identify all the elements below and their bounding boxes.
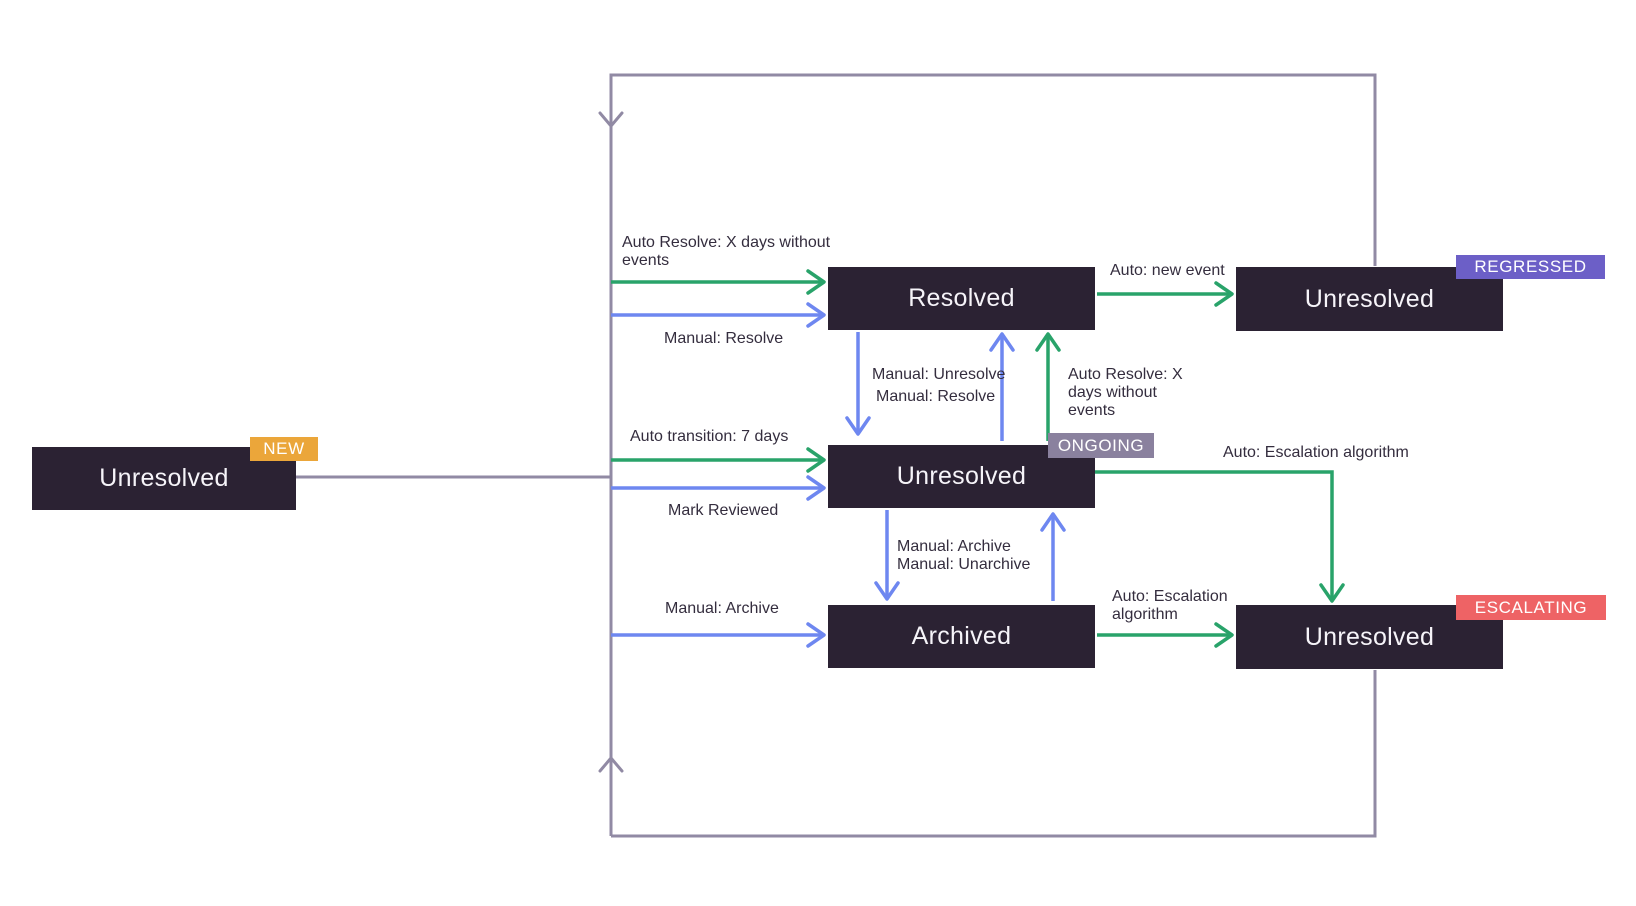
state-archived: Archived <box>828 605 1095 668</box>
loop-line-top-left <box>609 73 1377 836</box>
edge-label-auto-resolve-to-resolved: Auto Resolve: X days without events <box>622 234 831 269</box>
edge-label-auto-escalation-from-archived: Auto: Escalation algorithm <box>1112 588 1228 623</box>
loop-up-arrow-icon <box>598 756 624 773</box>
edge-label-mark-reviewed: Mark Reviewed <box>668 502 779 519</box>
edge-label-manual-unresolve: Manual: Unresolve <box>872 366 1006 383</box>
state-label: Unresolved <box>1304 284 1435 313</box>
state-resolved: Resolved <box>828 267 1095 330</box>
edge-label-manual-resolve-mid: Manual: Resolve <box>876 388 996 405</box>
edge-label-manual-archive-mid: Manual: Archive <box>897 538 1011 555</box>
new-badge: NEW <box>250 437 318 461</box>
edge-label-manual-archive-left: Manual: Archive <box>665 600 779 617</box>
state-label: Unresolved <box>1304 622 1435 651</box>
loop-line-bottom-right <box>611 670 1377 838</box>
edge-label-auto-resolve-from-ongoing: Auto Resolve: X days without events <box>1068 366 1183 419</box>
edge-label-manual-unarchive-mid: Manual: Unarchive <box>897 556 1031 573</box>
state-label: Unresolved <box>896 462 1027 490</box>
regressed-badge: REGRESSED <box>1456 255 1605 279</box>
edge-label-auto-transition: Auto transition: 7 days <box>630 428 789 445</box>
state-label: Archived <box>911 622 1012 650</box>
edge-label-auto-new-event: Auto: new event <box>1110 262 1225 279</box>
ongoing-badge: ONGOING <box>1048 433 1154 458</box>
edge-auto-escalation-from-ongoing <box>1095 470 1345 603</box>
edge-label-auto-escalation-from-ongoing: Auto: Escalation algorithm <box>1223 444 1409 461</box>
state-label: Unresolved <box>99 464 229 492</box>
loop-down-arrow-icon <box>598 111 624 128</box>
state-label: Resolved <box>908 284 1015 312</box>
edge-label-manual-resolve-to-resolved: Manual: Resolve <box>664 330 784 347</box>
escalating-badge: ESCALATING <box>1456 595 1606 620</box>
